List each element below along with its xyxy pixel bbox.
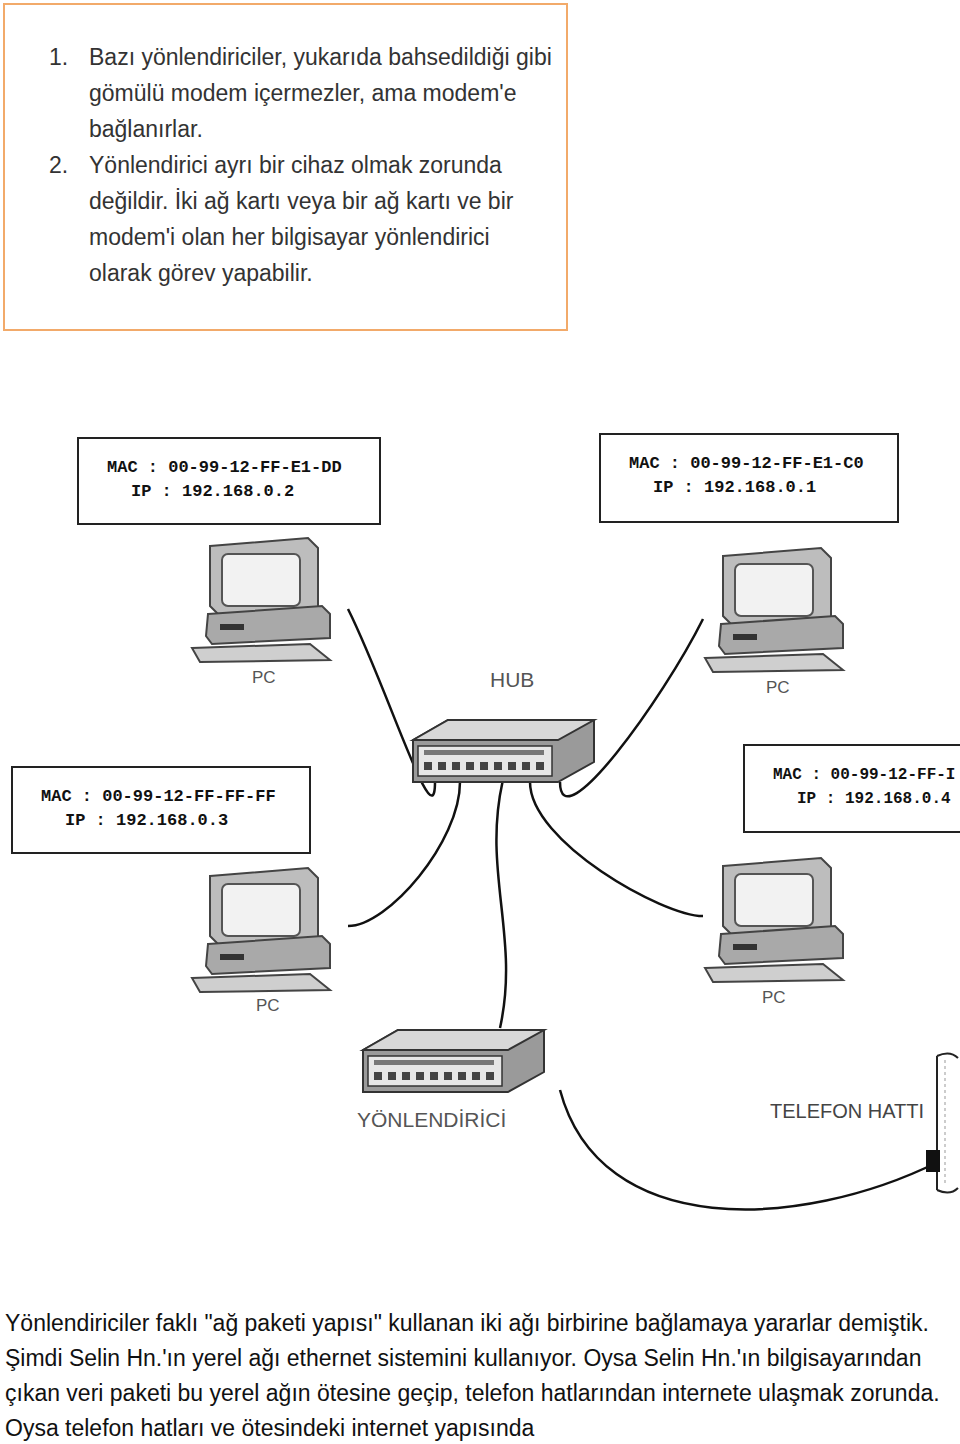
device-top — [413, 720, 594, 740]
ip-address: IP : 192.168.0.4 — [773, 787, 955, 811]
wall-line — [945, 1060, 946, 1186]
list-item: 1.Bazı yönlendiriciler, yukarıda bahsedi… — [49, 39, 552, 147]
hub-node: HUB — [405, 668, 600, 782]
monitor-screen — [735, 564, 813, 616]
device-port — [374, 1072, 382, 1080]
pc-label: PC — [762, 988, 786, 1008]
system-unit — [206, 606, 330, 644]
pc-icon — [190, 528, 348, 663]
device-front — [418, 746, 552, 776]
device-strip — [424, 750, 544, 755]
pc-label: PC — [252, 668, 276, 688]
device-port — [438, 762, 446, 770]
pc-label: PC — [256, 996, 280, 1016]
phone-cable — [560, 1090, 938, 1209]
monitor-screen — [222, 554, 300, 606]
network-cable — [496, 782, 506, 1028]
device-port — [402, 1072, 410, 1080]
hub-label: HUB — [490, 668, 534, 692]
device-port — [424, 762, 432, 770]
pc-node: PC — [190, 528, 348, 690]
device-case — [363, 1030, 544, 1092]
monitor-case — [210, 538, 318, 616]
monitor-screen — [222, 884, 300, 936]
mac-node: MAC : 00-99-12-FF-E1-DDIP : 192.168.0.2 — [77, 437, 381, 525]
mac-node: MAC : 00-99-12-FF-IIP : 192.168.0.4 — [743, 744, 960, 833]
ip-address: IP : 192.168.0.2 — [107, 480, 369, 504]
monitor-screen — [735, 874, 813, 926]
mac-address: MAC : 00-99-12-FF-E1-DD — [107, 456, 369, 480]
device-port — [480, 762, 488, 770]
system-unit — [206, 936, 330, 974]
system-unit — [719, 616, 843, 654]
phone-plug — [926, 1150, 940, 1172]
mac-address: MAC : 00-99-12-FF-I — [773, 763, 955, 787]
device-port — [416, 1072, 424, 1080]
drive-slot — [733, 634, 757, 640]
drive-slot — [733, 944, 757, 950]
device-port — [452, 762, 460, 770]
note-node: 1.Bazı yönlendiriciler, yukarıda bahsedi… — [3, 3, 568, 331]
pc-node: PC — [703, 538, 861, 700]
device-front — [368, 1056, 502, 1086]
keyboard — [192, 974, 330, 992]
device-case — [413, 720, 594, 782]
keyboard — [705, 964, 843, 982]
drive-slot — [220, 954, 244, 960]
device-port — [444, 1072, 452, 1080]
wall-socket — [937, 1053, 958, 1192]
monitor-case — [210, 868, 318, 946]
pc-node: PC — [703, 848, 861, 1010]
network-cable — [348, 782, 460, 926]
mac-node: MAC : 00-99-12-FF-FF-FFIP : 192.168.0.3 — [11, 766, 311, 854]
hub-icon — [408, 718, 598, 784]
device-port — [466, 762, 474, 770]
pc-label: PC — [766, 678, 790, 698]
device-port — [508, 762, 516, 770]
device-port — [486, 1072, 494, 1080]
ip-address: IP : 192.168.0.3 — [41, 809, 299, 833]
device-port — [458, 1072, 466, 1080]
pc-icon — [190, 858, 348, 993]
system-unit — [719, 926, 843, 964]
router-node: YÖNLENDİRİCİ — [355, 1028, 600, 1132]
ip-address: IP : 192.168.0.1 — [629, 476, 887, 500]
list-text: Yönlendirici ayrı bir cihaz olmak zorund… — [89, 147, 552, 291]
pc-icon — [703, 848, 861, 983]
list-number: 2. — [49, 147, 89, 291]
drive-slot — [220, 624, 244, 630]
keyboard — [705, 654, 843, 672]
device-port — [430, 1072, 438, 1080]
device-top — [363, 1030, 544, 1050]
keyboard — [192, 644, 330, 662]
device-port — [536, 762, 544, 770]
mac-node: MAC : 00-99-12-FF-E1-C0IP : 192.168.0.1 — [599, 433, 899, 523]
monitor-case — [723, 858, 831, 936]
monitor-case — [723, 548, 831, 626]
device-strip — [374, 1060, 494, 1065]
device-port — [522, 762, 530, 770]
list-item: 2.Yönlendirici ayrı bir cihaz olmak zoru… — [49, 147, 552, 291]
device-port — [472, 1072, 480, 1080]
device-port — [388, 1072, 396, 1080]
mac-address: MAC : 00-99-12-FF-E1-C0 — [629, 452, 887, 476]
device-port — [494, 762, 502, 770]
pc-icon — [703, 538, 861, 673]
mac-address: MAC : 00-99-12-FF-FF-FF — [41, 785, 299, 809]
list-number: 1. — [49, 39, 89, 147]
line-label: TELEFON HATTI — [770, 1100, 924, 1123]
list-text: Bazı yönlendiriciler, yukarıda bahsedild… — [89, 39, 552, 147]
router-label: YÖNLENDİRİCİ — [357, 1108, 506, 1132]
network-cable — [530, 782, 703, 916]
pc-node: PC — [190, 858, 348, 1020]
router-icon — [358, 1028, 548, 1094]
body-paragraph: Yönlendiriciler faklı "ağ paketi yapısı"… — [5, 1306, 955, 1444]
